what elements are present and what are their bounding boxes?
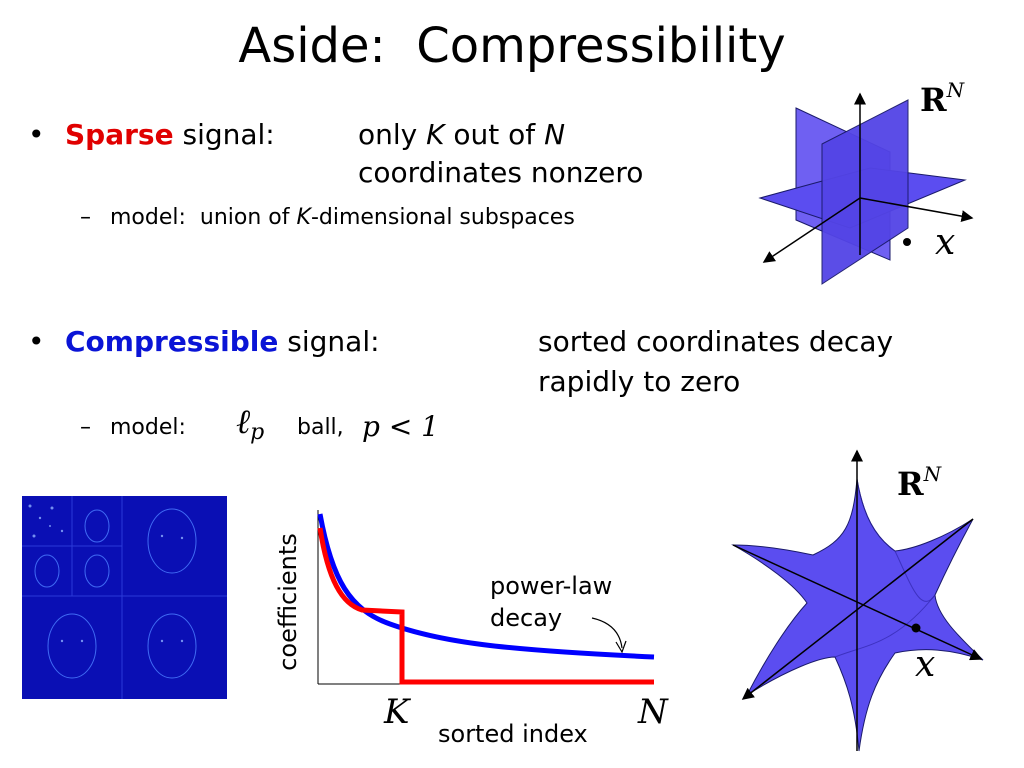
ell-symbol: ℓ bbox=[236, 402, 251, 442]
compressible-description-line1: sorted coordinates decay bbox=[538, 325, 894, 358]
y-axis-label: coefficients bbox=[274, 533, 302, 671]
p-subscript: p bbox=[250, 420, 265, 445]
subspace-space-label: RN bbox=[920, 78, 964, 119]
sub-K: K bbox=[296, 205, 311, 230]
sub-bullet-sparse-model: model: union of K-dimensional subspaces bbox=[110, 205, 575, 230]
ball-space-label: RN bbox=[897, 462, 941, 503]
subspace-point-label: x bbox=[935, 222, 956, 263]
bullet-compressible: Compressible signal: bbox=[65, 325, 380, 358]
term-sparse: Sparse bbox=[65, 118, 174, 151]
slide-title: Aside: Compressibility bbox=[238, 18, 786, 74]
desc-text: only bbox=[358, 118, 427, 151]
annotation-line1: power-law bbox=[490, 572, 613, 600]
r-symbol: R bbox=[920, 81, 947, 119]
term-suffix: signal: bbox=[182, 118, 275, 151]
axis-x bbox=[859, 197, 974, 223]
ball-axis-y bbox=[741, 518, 974, 700]
inequality-text: p < 1 bbox=[362, 410, 439, 443]
p-less-than-one: p < 1 bbox=[362, 410, 439, 443]
n-superscript: N bbox=[946, 78, 965, 102]
desc-K: K bbox=[426, 118, 445, 151]
power-law-curve bbox=[317, 513, 655, 660]
bullet-sparse: Sparse signal: bbox=[65, 118, 275, 151]
axis-y bbox=[762, 197, 861, 263]
sub-text: -dimensional subspaces bbox=[310, 205, 575, 230]
ylabel-container: coefficients bbox=[268, 520, 308, 680]
sparse-description-line2: coordinates nonzero bbox=[358, 156, 644, 189]
sparse-subspaces-figure bbox=[758, 92, 974, 285]
ball-axis-x bbox=[732, 544, 983, 661]
sparse-description-line1: only K out of N bbox=[358, 118, 565, 151]
point-x-dot bbox=[903, 238, 911, 246]
ball-point-label: x bbox=[915, 644, 936, 685]
lp-ball-figure bbox=[731, 449, 984, 752]
annotation-arrow bbox=[591, 617, 623, 649]
sub-text: model: union of bbox=[110, 205, 297, 230]
tick-n: N bbox=[638, 692, 668, 732]
lp-ball-formula: ℓp bbox=[236, 402, 264, 445]
n-superscript: N bbox=[923, 462, 942, 486]
sub-bullet-compressible-model: model: bbox=[110, 415, 186, 440]
term-suffix: signal: bbox=[287, 325, 380, 358]
r-symbol: R bbox=[897, 465, 924, 503]
decay-plot bbox=[317, 510, 655, 685]
bullet-marker: • bbox=[28, 118, 45, 151]
compressible-description-line2: rapidly to zero bbox=[538, 365, 741, 398]
desc-N: N bbox=[544, 118, 566, 151]
image-background bbox=[22, 496, 227, 699]
ball-point-x-dot bbox=[911, 623, 921, 633]
ball-text: ball, bbox=[290, 415, 351, 440]
bullet-marker: • bbox=[28, 325, 45, 358]
annotation-line2: decay bbox=[490, 604, 563, 632]
plane-front bbox=[821, 99, 909, 285]
ball-surface bbox=[731, 478, 984, 752]
sub-bullet-dash: – bbox=[80, 415, 91, 440]
term-compressible: Compressible bbox=[65, 325, 279, 358]
desc-text: out of bbox=[444, 118, 545, 151]
tick-k: K bbox=[384, 692, 410, 732]
x-axis-label: sorted index bbox=[438, 720, 588, 748]
wavelet-coefficients-image bbox=[22, 496, 227, 699]
sub-bullet-dash: – bbox=[80, 205, 91, 230]
sparse-approx-curve bbox=[317, 527, 654, 685]
